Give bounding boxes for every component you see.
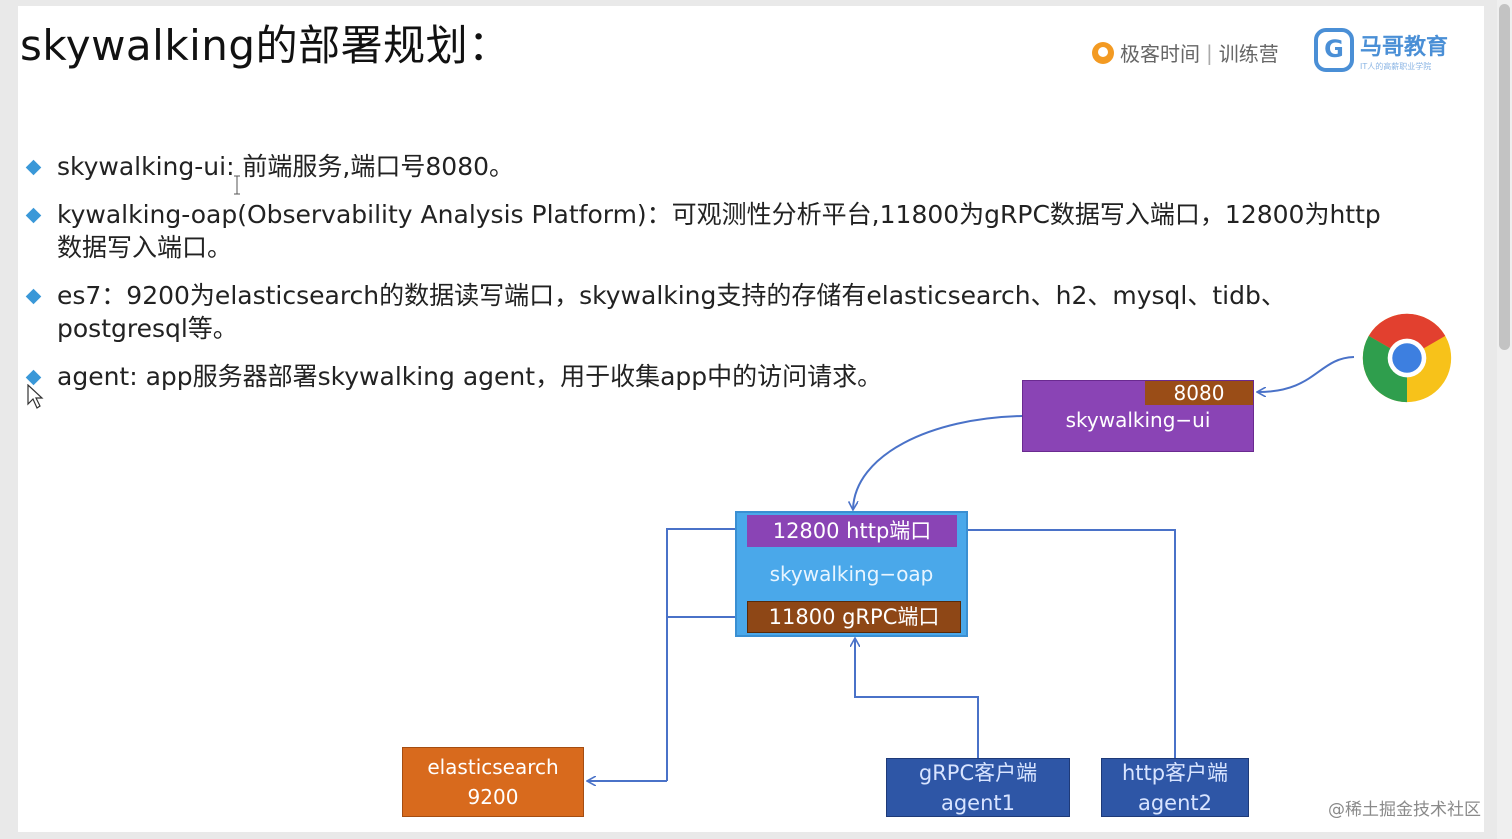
ui-port-label: 8080 xyxy=(1145,381,1253,405)
mage-education-logo: G 马哥教育 IT人的高薪职业学院 xyxy=(1314,28,1448,72)
oap-to-es-connector xyxy=(666,528,735,781)
skywalking-oap-box: 12800 http端口 skywalking−oap 11800 gRPC端口 xyxy=(735,511,968,637)
agent1-box: gRPC客户端 agent1 xyxy=(886,758,1070,817)
lightbulb-icon xyxy=(1092,41,1114,64)
bullet-text: es7：9200为elasticsearch的数据读写端口，skywalking… xyxy=(57,281,1286,310)
bullet-text-continued: 数据写入端口。 xyxy=(57,233,233,262)
chrome-icon xyxy=(1362,313,1452,403)
geek-time-logo: 极客时间 | 训练营 xyxy=(1092,38,1279,67)
agent2-to-http-connector xyxy=(968,529,1176,758)
geek-time-name: 极客时间 xyxy=(1120,42,1200,66)
es-port: 9200 xyxy=(467,785,519,809)
es-name: elasticsearch xyxy=(427,755,559,779)
oap-service-label: skywalking−oap xyxy=(769,562,934,586)
bullet-text: agent: app服务器部署skywalking agent，用于收集app中… xyxy=(57,362,883,391)
slide-title: skywalking的部署规划： xyxy=(20,21,511,70)
mage-name: 马哥教育 xyxy=(1360,34,1449,60)
bootcamp-label: 训练营 xyxy=(1218,42,1279,66)
agent1-type: gRPC客户端 xyxy=(918,760,1038,785)
watermark: @稀土掘金技术社区 xyxy=(1328,800,1481,820)
bullet-text: skywalking-ui: 前端服务,端口号8080。 xyxy=(57,152,515,181)
logo-separator: | xyxy=(1206,40,1213,65)
mage-slogan: IT人的高薪职业学院 xyxy=(1360,61,1432,71)
oap-grpc-port: 11800 gRPC端口 xyxy=(747,601,961,633)
agent1-to-grpc-arrow xyxy=(855,639,979,758)
elasticsearch-box: elasticsearch 9200 xyxy=(402,747,584,817)
agent2-type: http客户端 xyxy=(1121,760,1229,785)
mage-badge-icon: G xyxy=(1314,28,1354,72)
text-cursor-icon xyxy=(234,175,240,195)
agent2-box: http客户端 agent2 xyxy=(1101,758,1249,817)
agent1-name: agent1 xyxy=(940,790,1016,815)
oap-http-port: 12800 http端口 xyxy=(747,515,957,547)
bullet-text-continued: postgresql等。 xyxy=(57,314,238,343)
agent2-name: agent2 xyxy=(1137,790,1213,815)
ui-service-label: skywalking−ui xyxy=(1065,408,1211,432)
browser-to-ui-arrow xyxy=(1258,356,1355,392)
bullet-text: kywalking-oap(Observability Analysis Pla… xyxy=(57,200,1381,229)
ui-to-oap-arrow xyxy=(853,415,1023,509)
mouse-pointer-icon xyxy=(27,384,44,409)
scrollbar-thumb[interactable] xyxy=(1499,4,1510,350)
skywalking-ui-box: 8080 skywalking−ui xyxy=(1022,380,1254,452)
